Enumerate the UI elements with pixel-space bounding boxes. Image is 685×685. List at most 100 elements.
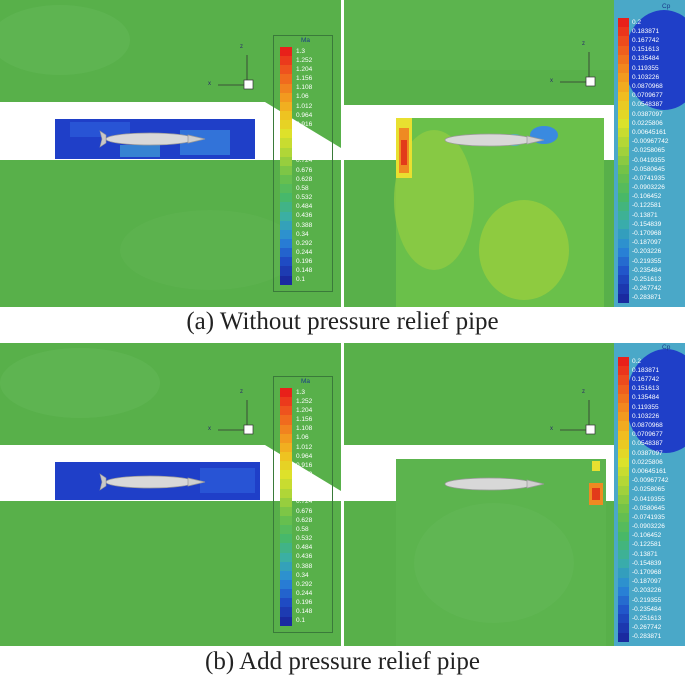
colorbar-segment — [618, 247, 629, 257]
axis-x-label: x — [208, 81, 211, 87]
colorbar-segment — [618, 614, 629, 624]
colorbar-segment — [280, 101, 292, 111]
colorbar-segment — [618, 632, 629, 642]
colorbar-segment — [618, 448, 629, 459]
colorbar-segment — [280, 598, 292, 608]
colorbar-segment — [280, 479, 292, 489]
colorbar-segment — [618, 284, 629, 294]
colorbar-tick-label: -0.154839 — [632, 559, 662, 567]
colorbar-tick-label: 0.628 — [296, 516, 313, 524]
colorbar-segment — [618, 63, 629, 74]
colorbar-tick-label: 0.119355 — [632, 64, 659, 72]
colorbar-tick-label: 0.0870968 — [632, 421, 663, 429]
colorbar-segment — [280, 56, 292, 66]
colorbar-tick-label: 0.532 — [296, 193, 313, 201]
colorbar-segment — [618, 402, 629, 413]
colorbar-segment — [280, 83, 292, 93]
ma-legend-title: Ma — [301, 37, 311, 44]
colorbar-segment — [618, 54, 629, 64]
ma-legend-title: Ma — [301, 378, 311, 385]
colorbar-tick-label: 0.0387097 — [632, 110, 663, 118]
colorbar-segment — [280, 47, 292, 57]
colorbar-tick-label: 0.484 — [296, 202, 313, 210]
colorbar-segment — [280, 424, 292, 434]
colorbar-tick-label: 0.292 — [296, 239, 313, 247]
colorbar-segment — [280, 488, 292, 498]
colorbar-tick-label: 1.06 — [296, 434, 309, 442]
colorbar-tick-label: 0.676 — [296, 166, 313, 174]
colorbar-tick-label: 0.2 — [632, 357, 642, 365]
colorbar-segment — [280, 248, 292, 258]
colorbar-tick-label: -0.203226 — [632, 248, 662, 256]
colorbar-segment — [618, 384, 629, 394]
colorbar-tick-label: 0.916 — [296, 461, 313, 469]
colorbar-segment — [280, 534, 292, 544]
colorbar-tick-label: 1.252 — [296, 56, 313, 64]
colorbar-tick-label: 0.196 — [296, 598, 313, 606]
colorbar-segment — [618, 595, 629, 606]
colorbar-segment — [280, 433, 292, 443]
colorbar-segment — [618, 146, 629, 156]
colorbar-tick-label: 0.0225806 — [632, 119, 663, 127]
colorbar-segment — [618, 421, 629, 431]
colorbar-tick-label: 0.868 — [296, 129, 313, 137]
colorbar-tick-label: 0.292 — [296, 580, 313, 588]
colorbar-tick-label: 0.772 — [296, 148, 313, 156]
colorbar-segment — [280, 397, 292, 407]
colorbar-segment — [280, 110, 292, 121]
colorbar-tick-label: 0.1 — [296, 276, 306, 284]
colorbar-tick-label: 1.204 — [296, 65, 313, 73]
colorbar-segment — [280, 515, 292, 526]
colorbar-tick-label: -0.267742 — [632, 623, 662, 631]
colorbar-segment — [618, 430, 629, 440]
colorbar-segment — [618, 559, 629, 569]
colorbar-tick-label: -0.251613 — [632, 275, 662, 283]
colorbar-tick-label: 0.183871 — [632, 27, 660, 35]
colorbar-tick-label: 0.00645161 — [632, 128, 667, 136]
colorbar-tick-label: 1.204 — [296, 406, 313, 414]
colorbar-segment — [280, 470, 292, 480]
colorbar-segment — [280, 74, 292, 84]
colorbar-segment — [618, 393, 629, 403]
colorbar-tick-label: 0.0387097 — [632, 449, 663, 457]
colorbar-tick-label: 0.532 — [296, 534, 313, 542]
colorbar-tick-label: 1.3 — [296, 388, 306, 396]
colorbar-segment — [618, 109, 629, 120]
colorbar-segment — [280, 525, 292, 535]
colorbar-segment — [618, 357, 629, 367]
colorbar-segment — [618, 27, 629, 37]
colorbar-segment — [280, 202, 292, 212]
colorbar-segment — [618, 220, 629, 230]
colorbar-segment — [280, 138, 292, 148]
axis-z-label: z — [582, 389, 585, 395]
colorbar-tick-label: 0.135484 — [632, 55, 660, 63]
caption-a: (a) Without pressure relief pipe — [186, 308, 499, 335]
colorbar-tick-label: 0.1 — [296, 617, 306, 625]
colorbar-tick-label: 0.148 — [296, 267, 313, 275]
colorbar-tick-label: 1.3 — [296, 47, 306, 55]
colorbar-segment — [618, 439, 629, 449]
colorbar-segment — [280, 561, 292, 571]
colorbar-segment — [618, 256, 629, 267]
colorbar-tick-label: 0.772 — [296, 489, 313, 497]
colorbar-segment — [618, 73, 629, 83]
ma-colorbar-b — [280, 388, 292, 626]
cp-colorbar-b — [618, 357, 629, 642]
colorbar-tick-label: 0.964 — [296, 452, 313, 460]
colorbar-segment — [280, 543, 292, 553]
colorbar-segment — [280, 156, 292, 166]
colorbar-tick-label: 0.388 — [296, 221, 313, 229]
colorbar-segment — [618, 91, 629, 101]
ma-colorbar-frame — [273, 376, 333, 633]
colorbar-tick-label: 0.916 — [296, 120, 313, 128]
colorbar-tick-label: 0.964 — [296, 111, 313, 119]
colorbar-segment — [618, 623, 629, 633]
colorbar-tick-label: -0.203226 — [632, 587, 662, 595]
colorbar-tick-label: 0.2 — [632, 18, 642, 26]
colorbar-tick-label: -0.0258065 — [632, 486, 665, 494]
colorbar-tick-label: 0.436 — [296, 553, 313, 561]
